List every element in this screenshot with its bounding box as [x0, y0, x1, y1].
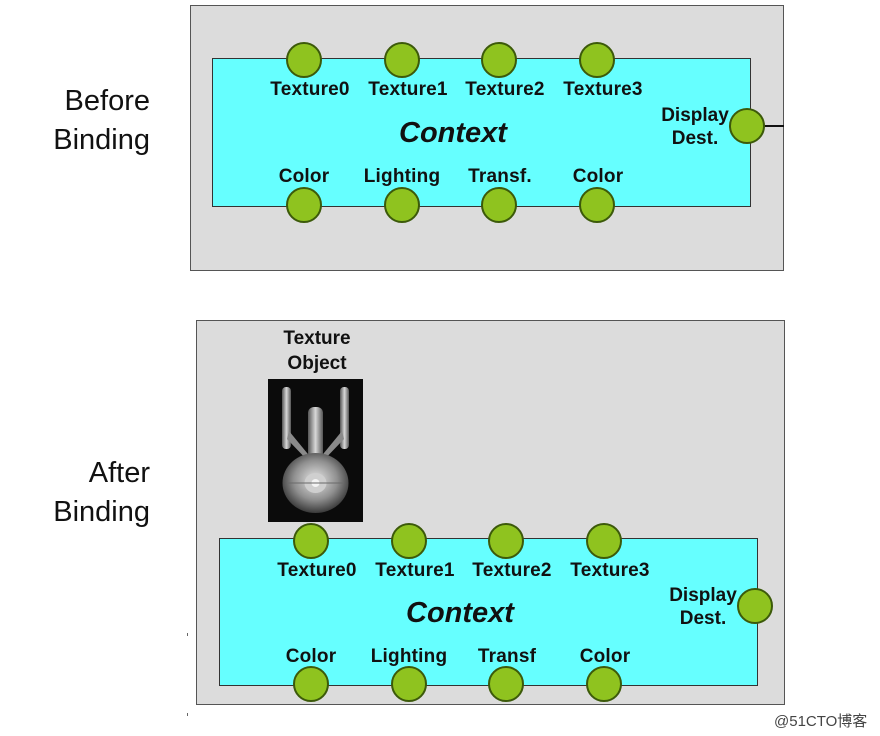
after-port-lighting: [391, 666, 427, 702]
before-port-texture0: [286, 42, 322, 78]
before-port-color: [286, 187, 322, 223]
texture-object-image: [268, 379, 363, 522]
after-label-lighting: Lighting: [370, 646, 448, 667]
before-label-texture3: Texture3: [563, 79, 643, 100]
before-label-texture0: Texture0: [270, 79, 350, 100]
before-label-color-2: Color: [572, 166, 624, 187]
before-port-transf: [481, 187, 517, 223]
after-port-texture3: [586, 523, 622, 559]
before-label-texture2: Texture2: [465, 79, 545, 100]
after-port-texture0: [293, 523, 329, 559]
before-display-wire: [760, 125, 784, 127]
after-label-color: Color: [285, 646, 337, 667]
before-label-texture1: Texture1: [368, 79, 448, 100]
after-label-texture3: Texture3: [570, 560, 650, 581]
before-label-lighting: Lighting: [363, 166, 441, 187]
after-display-dest-label: Display Dest.: [669, 585, 737, 629]
before-display-dest-label: Display Dest.: [661, 105, 729, 149]
after-port-display-dest: [737, 588, 773, 624]
before-context-box: [212, 58, 751, 207]
before-port-texture2: [481, 42, 517, 78]
after-port-color: [293, 666, 329, 702]
margin-tick: [187, 633, 188, 636]
before-port-texture1: [384, 42, 420, 78]
after-label-transf: Transf: [477, 646, 537, 667]
before-port-texture3: [579, 42, 615, 78]
before-context-title: Context: [399, 117, 507, 149]
after-context-box: [219, 538, 758, 686]
after-label-color-2: Color: [579, 646, 631, 667]
before-binding-label: Before Binding: [53, 85, 150, 156]
starship-icon: [268, 379, 363, 522]
after-port-color-2: [586, 666, 622, 702]
after-port-texture1: [391, 523, 427, 559]
after-context-title: Context: [406, 597, 514, 629]
before-port-display-dest: [729, 108, 765, 144]
before-label-color: Color: [278, 166, 330, 187]
watermark: @51CTO博客: [774, 713, 868, 730]
before-label-transf: Transf.: [468, 166, 532, 187]
texture-object-caption: Texture Object: [283, 328, 351, 374]
after-binding-label: After Binding: [53, 457, 150, 528]
after-label-texture2: Texture2: [472, 560, 552, 581]
after-label-texture1: Texture1: [375, 560, 455, 581]
margin-tick: [187, 713, 188, 716]
after-label-texture0: Texture0: [277, 560, 357, 581]
after-port-transf: [488, 666, 524, 702]
after-port-texture2: [488, 523, 524, 559]
before-port-lighting: [384, 187, 420, 223]
before-port-color-2: [579, 187, 615, 223]
